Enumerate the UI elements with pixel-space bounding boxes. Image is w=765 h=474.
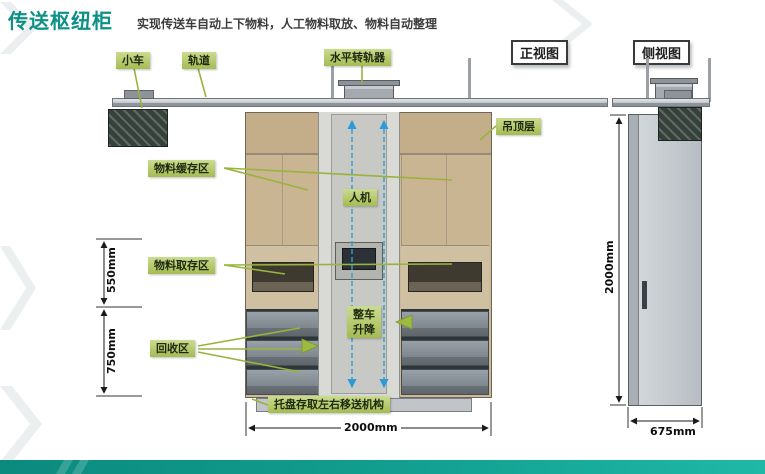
page-title: 传送枢纽柜: [8, 9, 113, 33]
side-cart-trolley: [664, 90, 692, 99]
pick-bay-right: [401, 245, 489, 309]
recycle-stack-right: [401, 309, 489, 395]
panel-seam: [282, 155, 283, 245]
dim-side-width-675mm: 675mm: [650, 425, 696, 438]
side-rail: [612, 98, 710, 107]
recycle-drawer: [246, 369, 320, 395]
footer-stripe: [55, 460, 74, 474]
label-pick-zone: 物料取存区: [148, 257, 215, 274]
recycle-stack-left: [246, 309, 320, 395]
label-rail-switcher: 水平转轨器: [324, 49, 391, 66]
pick-slot: [408, 262, 482, 292]
label-rail: 轨道: [182, 52, 216, 69]
side-cabinet-handle: [642, 281, 647, 309]
transfer-cart-side: [658, 107, 702, 141]
label-cart: 小车: [116, 52, 150, 69]
cart-trolley: [124, 90, 154, 99]
label-lift-line1: 整车: [353, 308, 375, 321]
recycle-drawer: [246, 311, 320, 337]
rail-support-post: [331, 58, 334, 102]
buffer-panel-right: [401, 155, 489, 245]
dim-750mm: 750mm: [105, 328, 118, 374]
rail-support-post: [708, 58, 711, 102]
recycle-drawer: [401, 369, 489, 395]
front-rail: [112, 98, 608, 107]
label-hmi: 人机: [343, 189, 377, 206]
recycle-drawer: [401, 311, 489, 337]
dim-side-height-2000mm: 2000mm: [603, 240, 616, 294]
panel-seam: [446, 155, 447, 245]
side-cabinet-edge: [629, 115, 639, 405]
side-view-label: 侧视图: [633, 40, 691, 65]
rail-support-post: [468, 58, 471, 102]
label-lift: 整车 升降: [347, 306, 381, 338]
hmi-screen: [342, 248, 376, 270]
recycle-drawer: [246, 340, 320, 366]
label-ceiling-layer: 吊顶层: [496, 118, 541, 135]
label-buffer-zone: 物料缓存区: [148, 160, 215, 177]
dim-550mm: 550mm: [105, 247, 118, 293]
hmi-screen-frame: [335, 242, 383, 280]
pick-bay-left: [246, 245, 320, 309]
label-pallet-mechanism: 托盘存取左右移送机构: [268, 396, 390, 413]
rail-support-post: [646, 58, 649, 102]
transfer-cart-front: [108, 109, 168, 147]
front-view-label: 正视图: [511, 40, 569, 65]
footer-stripe: [71, 460, 90, 474]
footer-bar: [0, 460, 765, 474]
pick-slot: [252, 262, 314, 292]
buffer-panel-left: [246, 155, 320, 245]
label-recycle-zone: 回收区: [150, 340, 195, 357]
cabinet-side-view: [628, 114, 702, 406]
label-lift-line2: 升降: [353, 323, 375, 336]
lift-column: [318, 112, 400, 398]
dim-front-width-2000mm: 2000mm: [341, 421, 401, 434]
page-subtitle: 实现传送车自动上下物料，人工物料取放、物料自动整理: [137, 17, 438, 31]
recycle-drawer: [401, 340, 489, 366]
